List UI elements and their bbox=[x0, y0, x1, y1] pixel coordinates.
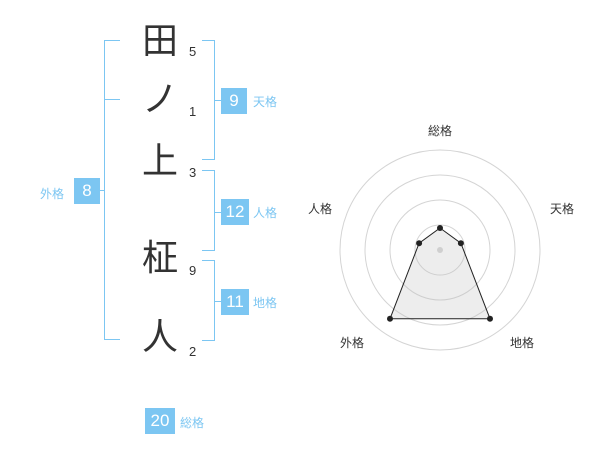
radar-point-0 bbox=[437, 225, 443, 231]
stroke-count-5: 2 bbox=[189, 344, 197, 359]
stroke-count-2: 1 bbox=[189, 104, 197, 119]
radar-label-soukaku: 総格 bbox=[428, 124, 453, 138]
chikaku-score: 11 bbox=[221, 289, 249, 315]
tenkaku-bracket-vertical bbox=[214, 40, 215, 159]
stroke-count-3: 3 bbox=[189, 165, 197, 180]
radar-point-1 bbox=[457, 240, 464, 247]
soukaku-label: 総格 bbox=[180, 416, 205, 430]
jinkaku-bracket-bottom bbox=[202, 250, 215, 251]
name-char-4: 柾 bbox=[141, 238, 178, 279]
soukaku-score: 20 bbox=[145, 408, 175, 434]
jinkaku-bracket-top bbox=[202, 170, 215, 171]
radar-center-dot bbox=[437, 247, 443, 253]
radar-data-polygon bbox=[389, 227, 491, 320]
tenkaku-label: 天格 bbox=[253, 95, 278, 109]
name-char-3: 上 bbox=[141, 141, 178, 182]
radar-label-jinkaku: 人格 bbox=[308, 202, 333, 216]
jinkaku-bracket-vertical bbox=[214, 170, 215, 250]
outer-bracket-connector bbox=[98, 190, 105, 191]
radar-label-gaikaku: 外格 bbox=[340, 336, 365, 350]
outer-bracket-top bbox=[104, 40, 120, 41]
radar-point-2 bbox=[487, 315, 493, 322]
stroke-count-1: 5 bbox=[189, 44, 197, 59]
jinkaku-score: 12 bbox=[221, 199, 249, 225]
radar-point-4 bbox=[416, 240, 423, 247]
gaikaku-label: 外格 bbox=[40, 187, 65, 201]
tenkaku-bracket-bottom bbox=[202, 159, 215, 160]
chikaku-bracket-top bbox=[202, 260, 215, 261]
outer-bracket-mid bbox=[104, 99, 120, 100]
jinkaku-label: 人格 bbox=[253, 206, 278, 220]
gaikaku-score: 8 bbox=[74, 178, 100, 204]
radar-label-chikaku: 地格 bbox=[510, 336, 535, 350]
chikaku-label: 地格 bbox=[253, 296, 278, 310]
name-char-2: ノ bbox=[141, 79, 178, 120]
stroke-count-4: 9 bbox=[189, 263, 197, 278]
name-char-5: 人 bbox=[141, 317, 178, 358]
radar-point-3 bbox=[387, 315, 393, 322]
jinkaku-bracket-connector bbox=[214, 212, 222, 213]
tenkaku-score: 9 bbox=[221, 88, 247, 114]
radar-label-tenkaku: 天格 bbox=[550, 202, 575, 216]
name-char-1: 田 bbox=[141, 21, 178, 62]
tenkaku-bracket-top bbox=[202, 40, 215, 41]
chikaku-bracket-bottom bbox=[202, 340, 215, 341]
chikaku-bracket-connector bbox=[214, 301, 222, 302]
chikaku-bracket-vertical bbox=[214, 260, 215, 340]
outer-bracket-bottom bbox=[104, 339, 120, 340]
tenkaku-bracket-connector bbox=[214, 100, 222, 101]
